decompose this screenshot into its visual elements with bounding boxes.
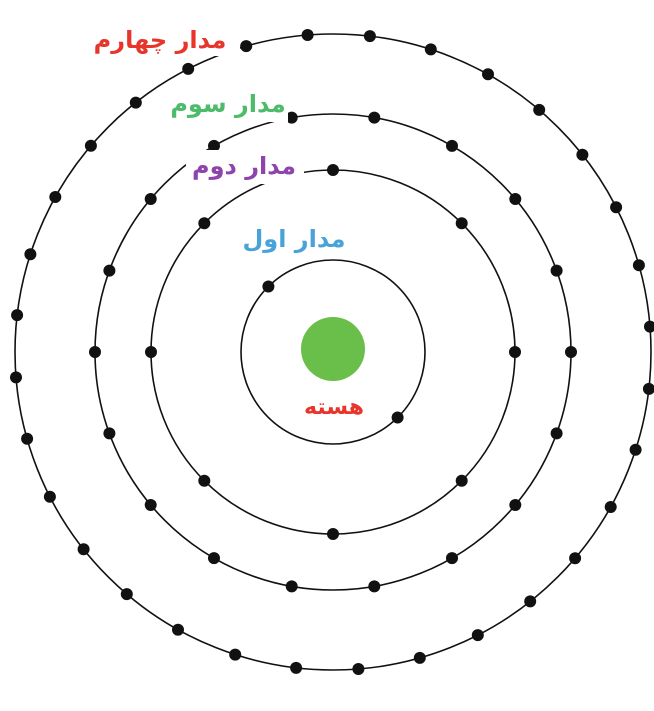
electron-orbit-3	[550, 427, 563, 440]
electron-orbit-3	[285, 580, 298, 593]
orbit-4-label: مدار چهارم	[94, 26, 227, 54]
electron-orbit-4	[10, 371, 22, 384]
electron-orbit-4	[604, 501, 617, 513]
electron-orbit-1	[262, 280, 275, 293]
electron-orbit-1	[391, 411, 404, 424]
electron-orbit-4	[77, 543, 90, 556]
electron-orbit-3	[509, 193, 522, 205]
electron-orbit-2	[327, 528, 339, 540]
electron-orbit-4	[49, 191, 62, 203]
electron-orbit-4	[424, 43, 437, 56]
electron-orbit-4	[413, 651, 426, 664]
electron-orbit-3	[368, 580, 381, 593]
electron-orbit-4	[11, 309, 24, 322]
orbit-3-label: مدار سوم	[170, 90, 285, 118]
electron-orbit-4	[301, 29, 314, 41]
electrons	[10, 29, 654, 675]
electron-orbit-2	[455, 217, 468, 230]
nucleus	[301, 317, 365, 381]
electron-orbit-3	[446, 139, 458, 152]
orbit-1-label: مدار اول	[242, 225, 345, 253]
orbit-2-label: مدار دوم	[192, 152, 296, 180]
electron-orbit-4	[642, 382, 654, 395]
orbit-1	[240, 259, 426, 445]
electron-orbit-4	[43, 490, 56, 503]
electron-orbit-4	[569, 552, 582, 565]
electron-orbit-4	[182, 62, 195, 75]
electron-orbit-3	[285, 111, 298, 124]
electron-orbit-3	[208, 552, 220, 565]
electron-orbit-4	[24, 248, 37, 261]
electron-orbit-3	[144, 499, 157, 511]
electron-orbit-3	[446, 552, 458, 565]
electron-orbit-4	[172, 623, 184, 636]
electron-orbit-4	[363, 30, 376, 43]
electron-orbit-4	[632, 259, 645, 272]
electron-orbit-2	[198, 474, 211, 487]
electron-orbit-4	[533, 103, 546, 116]
electron-orbit-4	[240, 40, 253, 53]
electron-orbit-2	[198, 217, 211, 230]
electron-orbit-2	[145, 346, 157, 358]
electron-orbit-4	[129, 96, 142, 109]
electron-orbit-4	[629, 443, 642, 456]
electron-orbit-3	[89, 346, 101, 358]
electron-orbit-3	[144, 193, 157, 205]
electron-orbit-3	[368, 111, 381, 124]
electron-orbit-4	[21, 432, 34, 445]
electron-orbit-2	[327, 164, 339, 176]
electron-orbit-2	[455, 474, 468, 487]
electron-orbit-4	[290, 661, 303, 674]
electron-orbit-3	[208, 139, 220, 152]
electron-orbit-4	[352, 663, 365, 675]
electron-orbit-4	[120, 588, 133, 601]
electron-orbit-4	[576, 148, 589, 161]
electron-orbit-4	[482, 68, 494, 81]
electron-orbit-4	[84, 139, 97, 152]
electron-orbit-3	[103, 427, 116, 440]
electron-orbit-4	[610, 201, 623, 214]
electron-orbit-3	[509, 499, 522, 511]
electron-orbit-4	[644, 320, 654, 333]
electron-orbit-3	[103, 264, 116, 277]
electron-orbit-3	[565, 346, 577, 358]
electron-orbit-4	[229, 648, 242, 661]
orbit-4	[14, 33, 652, 671]
nucleus-label: هسته	[304, 395, 364, 420]
electron-orbit-2	[509, 346, 521, 358]
electron-orbit-4	[524, 595, 537, 608]
electron-orbit-3	[550, 264, 563, 277]
electron-orbit-4	[471, 629, 484, 642]
